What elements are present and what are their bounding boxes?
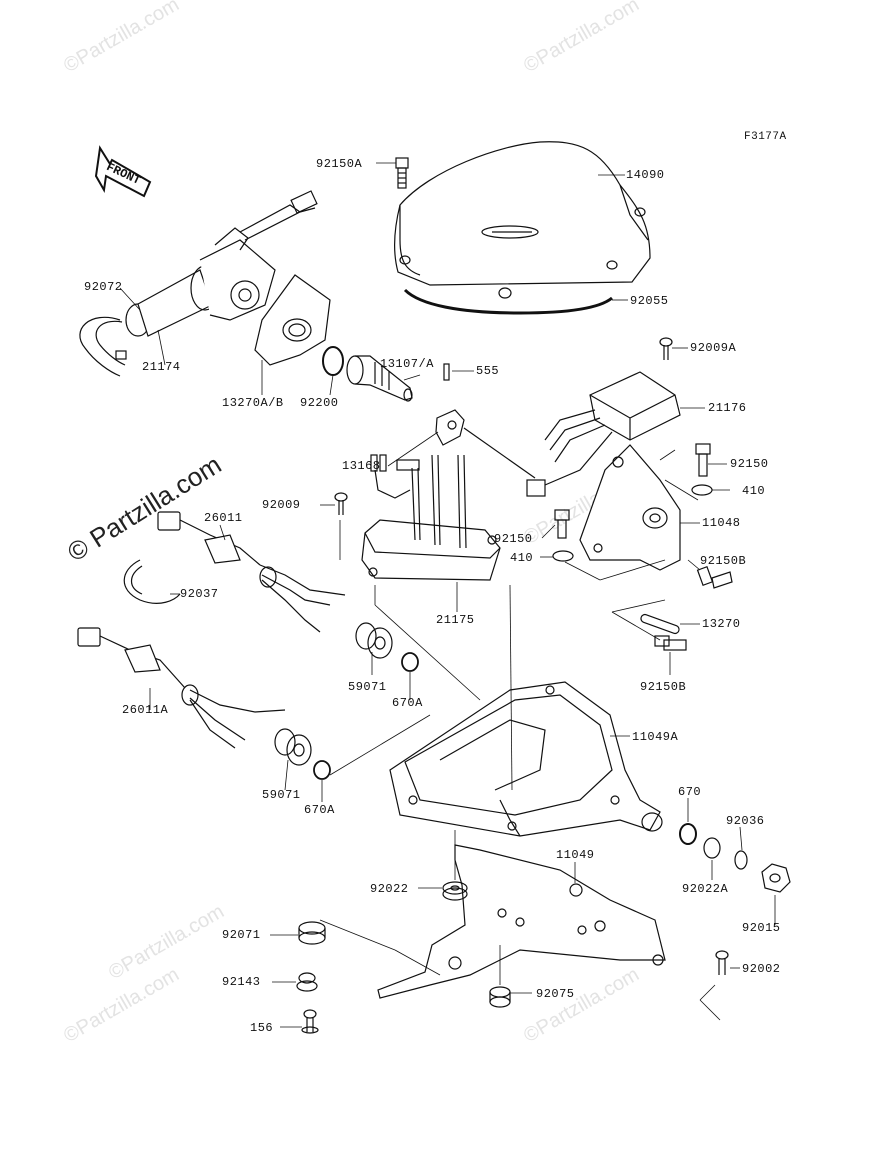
module-21176-icon [526, 371, 681, 497]
part-label-670A[interactable]: 670A [392, 696, 423, 710]
washer-410-icon [691, 484, 713, 496]
washer-92022A-icon [703, 837, 721, 859]
part-label-21176[interactable]: 21176 [708, 401, 747, 415]
collar-92143-icon [296, 972, 318, 992]
bolt-156-icon [301, 1009, 319, 1034]
screw-92009A-icon [659, 337, 673, 360]
bolt-92002-icon [715, 950, 729, 975]
bracket-11048-icon [579, 444, 681, 571]
part-label-92150A[interactable]: 92150A [316, 157, 363, 171]
part-label-92150B[interactable]: 92150B [700, 554, 747, 568]
front-arrow-icon [94, 145, 152, 198]
part-label-92009A[interactable]: 92009A [690, 341, 737, 355]
band-92037-icon [123, 559, 181, 604]
motor-21174-icon [125, 190, 318, 337]
part-label-92072[interactable]: 92072 [84, 280, 123, 294]
fitting-59071-icon [355, 622, 393, 659]
part-label-92002[interactable]: 92002 [742, 962, 781, 976]
part-label-92022[interactable]: 92022 [370, 882, 409, 896]
grommet-92022-icon [442, 881, 468, 901]
washer-92036-icon [734, 850, 748, 870]
case-11049A-icon [389, 681, 663, 837]
part-label-13168[interactable]: 13168 [342, 459, 381, 473]
nut-92015-icon [761, 863, 791, 893]
bracket-13168-icon [435, 409, 536, 479]
part-label-92055[interactable]: 92055 [630, 294, 669, 308]
part-label-21174[interactable]: 21174 [142, 360, 181, 374]
part-label-13270[interactable]: 13270 [702, 617, 741, 631]
cover-14090-icon [394, 141, 651, 299]
part-label-92150B[interactable]: 92150B [640, 680, 687, 694]
plate-11049-icon [377, 844, 666, 999]
part-label-59071[interactable]: 59071 [348, 680, 387, 694]
part-label-410[interactable]: 410 [510, 551, 534, 565]
part-label-11049A[interactable]: 11049A [632, 730, 679, 744]
part-label-21175[interactable]: 21175 [436, 613, 475, 627]
grommet-92071-icon [298, 921, 326, 945]
part-label-410[interactable]: 410 [742, 484, 766, 498]
part-label-670A[interactable]: 670A [304, 803, 335, 817]
part-label-26011A[interactable]: 26011A [122, 703, 169, 717]
part-label-14090[interactable]: 14090 [626, 168, 665, 182]
bolt-92150B-icon [696, 566, 733, 589]
part-label-26011[interactable]: 26011 [204, 511, 243, 525]
part-label-156[interactable]: 156 [250, 1021, 274, 1035]
bolt-92150-icon [695, 443, 711, 477]
shaft-13107A-icon [346, 355, 413, 402]
part-label-555[interactable]: 555 [476, 364, 500, 378]
part-label-92075[interactable]: 92075 [536, 987, 575, 1001]
part-label-92150[interactable]: 92150 [730, 457, 769, 471]
band-92072-icon [79, 316, 126, 377]
part-label-11049[interactable]: 11049 [556, 848, 595, 862]
part-label-92150[interactable]: 92150 [494, 532, 533, 546]
part-label-59071[interactable]: 59071 [262, 788, 301, 802]
oring-670A-icon [401, 652, 419, 672]
part-label-92200[interactable]: 92200 [300, 396, 339, 410]
bolt-92150B-icon [654, 635, 687, 651]
pin-555-icon [443, 363, 450, 381]
part-label-92009[interactable]: 92009 [262, 498, 301, 512]
washer-410-icon [552, 550, 574, 562]
part-label-92036[interactable]: 92036 [726, 814, 765, 828]
box-21175-icon [361, 454, 501, 581]
bolt-92150A-icon [395, 157, 409, 189]
screw-92009-icon [334, 492, 348, 515]
part-label-92037[interactable]: 92037 [180, 587, 219, 601]
diagram-code: F3177A [744, 131, 787, 143]
plate-13270-icon [640, 613, 680, 635]
seal-92055-icon [403, 288, 613, 315]
part-label-670[interactable]: 670 [678, 785, 702, 799]
part-label-92143[interactable]: 92143 [222, 975, 261, 989]
ring-92200-icon [322, 346, 344, 376]
grommet-92075-icon [489, 986, 511, 1008]
harness-26011A-icon [77, 627, 286, 749]
part-label-92015[interactable]: 92015 [742, 921, 781, 935]
part-label-13107A[interactable]: 13107/A [380, 357, 434, 371]
harness-26011-icon [157, 511, 346, 633]
bolt-92150-icon [554, 509, 570, 539]
part-label-13270AB[interactable]: 13270A/B [222, 396, 284, 410]
part-label-92071[interactable]: 92071 [222, 928, 261, 942]
part-label-92022A[interactable]: 92022A [682, 882, 729, 896]
part-label-11048[interactable]: 11048 [702, 516, 741, 530]
oring-670A-icon [313, 760, 331, 780]
fitting-59071-icon [274, 728, 312, 766]
oring-670-icon [679, 823, 697, 845]
